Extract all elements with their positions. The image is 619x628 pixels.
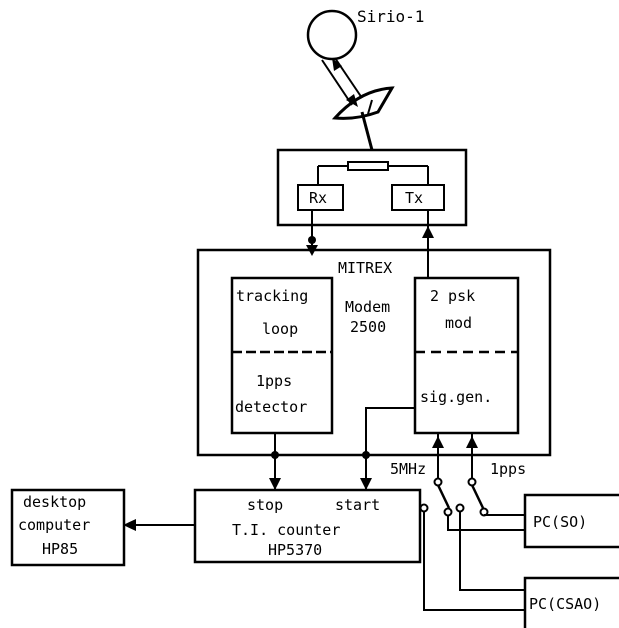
counter-computer-link <box>123 519 195 531</box>
switch-1pps-lever-icon <box>470 484 485 509</box>
rx-box <box>297 184 344 211</box>
up-arrow-icon <box>422 226 434 238</box>
siggen-label: sig.gen. <box>420 388 492 406</box>
computer-line1: desktop <box>23 493 86 511</box>
desktop-computer-box: desktop computer HP85 <box>10 488 126 567</box>
tx-label: Tx <box>405 189 423 207</box>
5mhz-arrow-icon <box>432 436 444 448</box>
junction-dot <box>308 236 316 244</box>
clock-wiring <box>423 511 525 611</box>
pc-so-box: PC(SO) <box>523 493 619 549</box>
satellite: Sirio-1 <box>306 7 424 61</box>
tracking-line2: loop <box>262 320 298 338</box>
modem-model-line1: Modem <box>345 298 390 316</box>
switch-5mhz-contact <box>433 477 443 487</box>
1pps-arrow-icon <box>466 436 478 448</box>
diplexer-icon <box>347 161 389 171</box>
tx-box <box>391 184 445 211</box>
modem-name: MITREX <box>338 259 392 277</box>
left-arrow-icon <box>123 519 136 531</box>
pc-so-label: PC(SO) <box>533 513 587 531</box>
detector-line2: detector <box>235 398 307 416</box>
freq-label: 5MHz <box>390 460 426 478</box>
radio-link <box>321 57 363 107</box>
pps-label: 1pps <box>490 460 526 478</box>
switches <box>419 477 489 517</box>
satellite-icon <box>306 9 358 61</box>
psk-siggen-block: 2 psk mod sig.gen. <box>413 276 520 435</box>
tracking-detector-block: tracking loop 1pps detector <box>230 276 334 435</box>
psk-line2: mod <box>445 314 472 332</box>
satellite-label: Sirio-1 <box>357 7 424 26</box>
counter-stop: stop <box>247 496 283 514</box>
pc-csao-label: PC(CSAO) <box>529 595 601 613</box>
dish-antenna-icon <box>331 86 395 151</box>
downlink-arrow-icon <box>346 94 358 107</box>
start-arrow-icon <box>360 478 372 490</box>
computer-line2: computer <box>18 516 90 534</box>
stop-arrow-icon <box>269 478 281 490</box>
modem-box: MITREX Modem 2500 <box>196 248 552 457</box>
rx-label: Rx <box>309 189 327 207</box>
ti-counter-box: stop start T.I. counter HP5370 <box>193 488 422 564</box>
switch-5mhz-lever-icon <box>436 484 451 509</box>
uplink-arrow-icon <box>332 58 342 71</box>
junction-dot <box>271 451 279 459</box>
counter-line1: T.I. counter <box>232 521 340 539</box>
junction-dot <box>362 451 370 459</box>
tracking-line1: tracking <box>236 287 308 305</box>
psk-line1: 2 psk <box>430 287 475 305</box>
detector-line1: 1pps <box>256 372 292 390</box>
transceiver-box: Rx Tx <box>276 148 468 227</box>
pc-csao-box: PC(CSAO) <box>523 576 619 628</box>
switch-1pps-contact <box>467 477 477 487</box>
modem-internal-wiring <box>269 407 478 490</box>
modem-model-line2: 2500 <box>350 318 386 336</box>
counter-line2: HP5370 <box>268 541 322 559</box>
computer-line3: HP85 <box>42 540 78 558</box>
counter-start: start <box>335 496 380 514</box>
